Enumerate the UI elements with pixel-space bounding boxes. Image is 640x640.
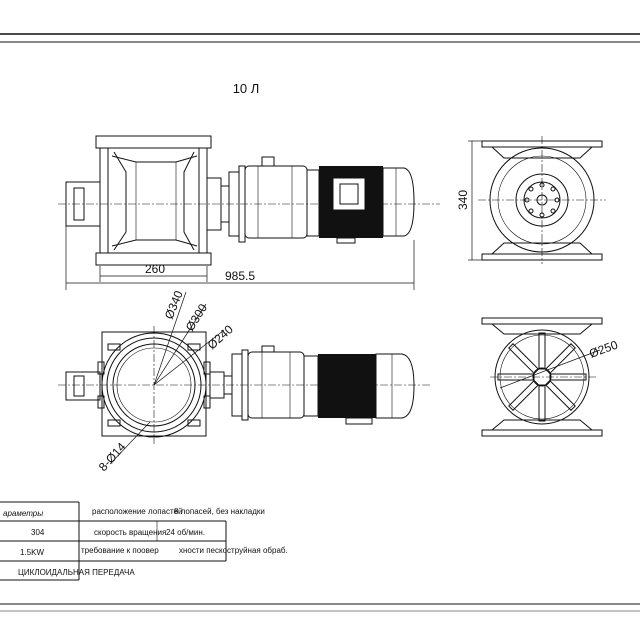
spec-row-label: скорость вращения [94, 528, 166, 537]
spec-row-value: хности пескоструйная обраб. [179, 546, 288, 555]
dia-240-label: Ø240 [205, 322, 236, 352]
spec-table: араметры 304 1.5KW ЦИКЛОИДАЛЬНАЯ ПЕРЕДАЧ… [0, 501, 288, 581]
spec-left-value: 1.5KW [20, 548, 44, 557]
end-view: 340 [456, 136, 606, 264]
dim-260-label: 260 [145, 262, 165, 276]
dia-250-label: Ø250 [587, 338, 620, 361]
drawing-title: 10 Л [233, 81, 260, 96]
holes-label: 8-Ø14 [96, 440, 129, 474]
spec-row-label: расположение лопастей [92, 507, 182, 516]
dia-340-label: Ø340 [162, 288, 186, 321]
dim-340-label: 340 [456, 190, 470, 210]
spec-row-value: 8 лопасей, без накладки [174, 507, 265, 516]
dim-985-label: 985.5 [225, 269, 255, 283]
front-view-dimensions: 260 985.5 [65, 226, 415, 290]
spec-header: араметры [3, 509, 43, 518]
spec-left-value: ЦИКЛОИДАЛЬНАЯ ПЕРЕДАЧА [18, 568, 135, 577]
spec-left-value: 304 [31, 528, 45, 537]
front-view-side [58, 135, 440, 266]
section-view: Ø250 [481, 317, 620, 437]
spec-row-value: 24 об/мин. [166, 528, 205, 537]
spec-row-label: требование к поовер [81, 546, 159, 555]
drawing-frame [0, 33, 640, 612]
dia-300-label: Ø300 [183, 301, 211, 334]
top-view: Ø340 Ø300 Ø240 8-Ø14 [58, 288, 430, 474]
